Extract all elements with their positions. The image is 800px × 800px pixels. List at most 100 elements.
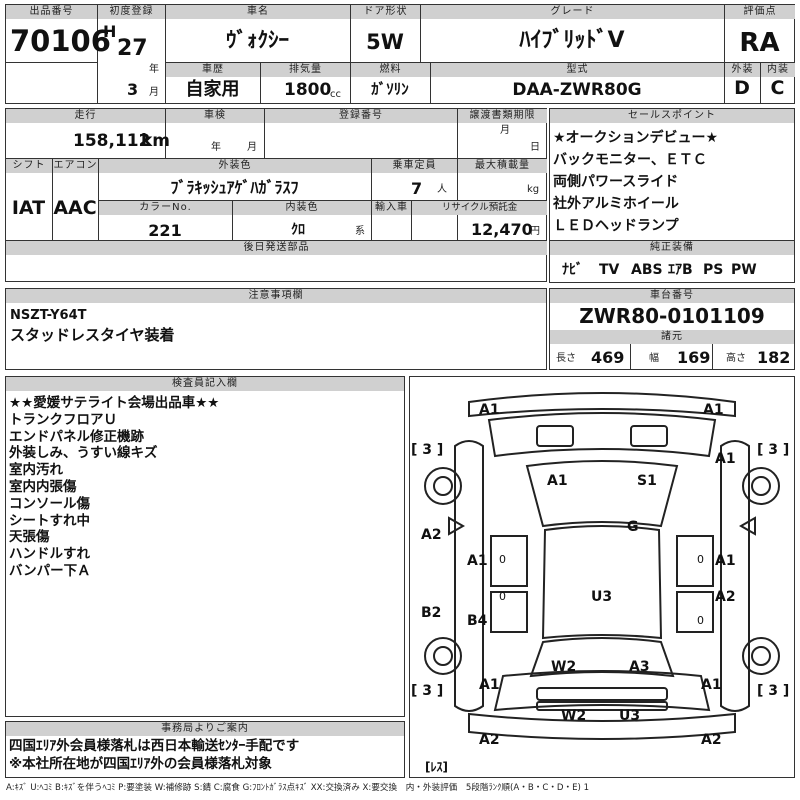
grade-value: ﾊｲﾌﾞﾘｯﾄﾞV [519,28,625,53]
damage-windshield-left: A1 [547,473,568,489]
diagram-tire-rear-right: [ 3 ] [757,683,790,699]
car-diagram [424,392,780,740]
color-number-value: 221 [148,221,182,240]
capacity-unit: 人 [437,184,447,195]
month-unit: 月 [149,87,159,98]
interior-color-label: 内装色 [233,201,371,215]
exterior-grade: D [734,77,750,99]
inspector-line-10: ハンドルすれ [9,546,90,563]
sales-point-4: 社外アルミホイール [553,196,679,212]
fuel-label: 燃料 [351,63,430,77]
mileage-value: 158,112 [73,131,151,151]
equipment-navi: ﾅﾋﾞ [562,262,583,278]
chassis-label: 車台番号 [550,289,794,303]
legend-line: A:ｷｽﾞ U:ﾍｺﾐ B:ｷｽﾞを伴うﾍｺﾐ P:要塗装 W:補修跡 S:錆 … [6,783,590,793]
max-load-label: 最大積載量 [458,159,547,173]
history-value: 自家用 [185,79,240,100]
damage-front-bumper-left: A1 [479,402,500,418]
notes-line-1: NSZT-Y64T [10,308,87,323]
shift-value: IAT [11,197,46,219]
recycle-label: リサイクル預託金 [412,201,547,215]
equipment-abs: ABS [631,262,663,278]
color-number-label: カラーNo. [99,201,232,215]
displacement-value: 1800 [284,80,332,100]
inspector-line-5: 室内汚れ [9,462,63,479]
plate-label: 登録番号 [265,109,457,123]
transfer-month-unit: 月 [500,125,510,136]
damage-front-bumper-right: A1 [703,402,724,418]
equipment-airbag: ｴｱB [668,262,693,278]
equipment-label: 純正装備 [550,241,794,255]
damage-left-rear-side: B2 [421,605,442,621]
car-name-label: 車名 [166,5,350,19]
door-mark-right-rear: 0 [697,614,704,627]
damage-right-front-door: A1 [715,553,736,569]
damage-right-rear-door: A2 [715,589,736,605]
equipment-pw: PW [731,262,757,278]
history-label: 車歴 [166,63,260,77]
door-type: 5W [366,30,404,54]
inspector-line-7: コンソール傷 [9,495,90,512]
diagram-tire-front-left: [ 3 ] [411,442,444,458]
mileage-label: 走行 [6,109,165,123]
damage-back-door-right: U3 [619,708,641,724]
damage-rear-glass-right: A3 [629,659,650,675]
notes-label: 注意事項欄 [6,289,546,303]
inspector-label: 検査員記入欄 [6,377,404,391]
interior-grade-label: 内装 [761,63,795,77]
sales-point-3: 両側パワースライド [553,174,679,190]
transfer-deadline-label: 譲渡書類期限 [458,109,547,123]
inspector-line-4: 外装しみ、うすい線キズ [9,445,158,462]
import-label: 輸入車 [372,201,411,215]
sales-point-2: バックモニター、ＥＴＣ [553,152,707,168]
inspection-month-unit: 月 [247,142,257,153]
damage-rear-fender-left: A1 [479,677,500,693]
inspector-line-1: ★★愛媛サテライト会場出品車★★ [9,395,220,411]
mileage-unit: km [141,131,171,151]
recycle-value: 12,470 [471,220,533,239]
equipment-tv: TV [599,262,620,278]
diagram-tire-rear-left: [ 3 ] [411,683,444,699]
inspector-line-11: バンパー下Ａ [9,562,91,579]
sales-point-5: ＬＥＤヘッドランプ [553,218,679,234]
office-line-2: ※本社所在地が四国ｴﾘｱ外の会員様落札対象 [9,756,272,772]
damage-roof: U3 [591,589,613,605]
damage-rear-bumper-right: A2 [701,732,722,748]
width-label: 幅 [649,353,659,364]
damage-rear-bumper-left: A2 [479,732,500,748]
aircon-label: エアコン [53,159,98,173]
height-value: 182 [757,348,791,367]
lot-number: 70106 [10,24,111,58]
door-mark-right-front: 0 [697,553,704,566]
max-load-unit: kg [527,184,540,195]
length-label: 長さ [556,353,576,364]
inspector-lines: ★★愛媛サテライト会場出品車★★ トランクフロアＵ エンドパネル修正機跡 外装し… [9,395,219,580]
later-parts-label: 後日発送部品 [6,241,547,255]
transfer-day-unit: 日 [530,142,540,153]
length-value: 469 [591,348,625,367]
inspector-line-3: エンドパネル修正機跡 [9,428,144,445]
color-label: 外装色 [99,159,371,173]
lot-label: 出品番号 [6,5,97,19]
displacement-unit: cc [330,89,341,100]
registration-label: 初度登録 [98,5,165,19]
inspector-line-6: 室内内張傷 [9,478,77,495]
interior-color-value: ｸﾛ [291,222,305,238]
sales-points-label: セールスポイント [550,109,794,123]
damage-back-door-left: W2 [561,708,587,724]
door-mark-left-rear: 0 [499,590,506,603]
equipment-ps: PS [703,262,724,278]
door-mark-left-front: 0 [499,553,506,566]
inspector-box [5,376,405,717]
width-value: 169 [677,348,711,367]
car-name: ｳﾞｫｸｼｰ [226,28,289,52]
office-line-1: 四国ｴﾘｱ外会員様落札は西日本輸送ｾﾝﾀｰ手配です [9,738,300,754]
chassis-number: ZWR80-0101109 [579,304,765,328]
inspector-line-2: トランクフロアＵ [9,411,117,428]
registration-year: 27 [117,36,148,61]
inspection-year-unit: 年 [211,142,221,153]
damage-windshield-right: S1 [637,473,657,489]
fuel-value: ｶﾞｿﾘﾝ [371,80,409,98]
displacement-label: 排気量 [261,63,350,77]
door-label: ドア形状 [351,5,420,19]
